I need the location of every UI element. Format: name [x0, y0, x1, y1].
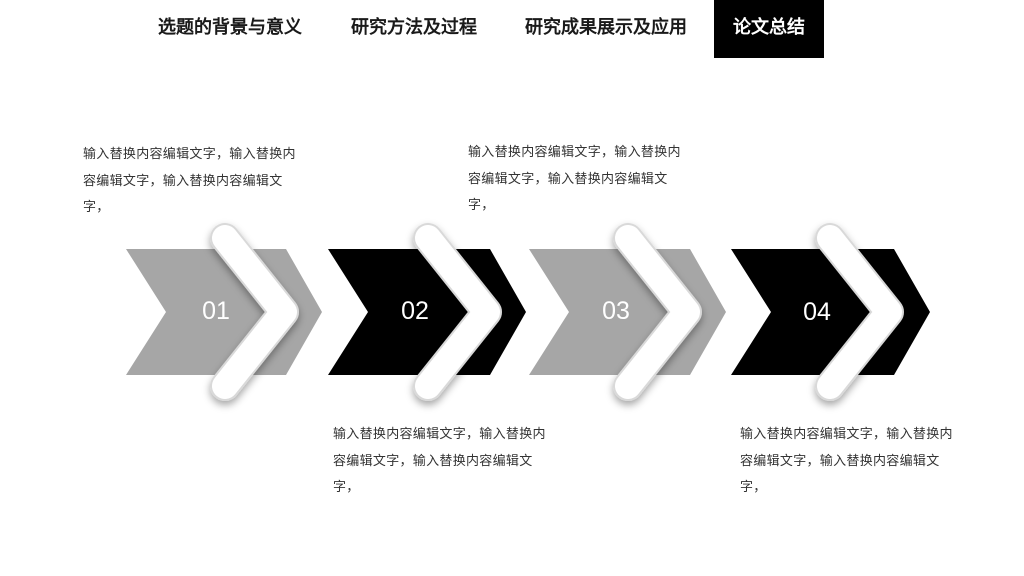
step-04-arrow: [731, 223, 930, 401]
step-01-arrow: [126, 223, 322, 401]
step-03-description: 输入替换内容编辑文字，输入替换内容编辑文字，输入替换内容编辑文字，: [468, 145, 681, 213]
step-02-number: 02: [401, 297, 429, 325]
step-02-arrow: [328, 223, 526, 401]
tab-thesis-summary[interactable]: 论文总结: [714, 0, 824, 58]
process-steps: 01 02 03 04: [0, 200, 1024, 420]
step-01-description: 输入替换内容编辑文字，输入替换内容编辑文字，输入替换内容编辑文字，: [83, 147, 296, 215]
step-01-number: 01: [202, 297, 230, 325]
step-03-arrow: [529, 223, 726, 401]
chevron-bend: [415, 225, 500, 399]
step-03-number: 03: [602, 297, 630, 325]
step-02-description: 输入替换内容编辑文字，输入替换内容编辑文字，输入替换内容编辑文字，: [333, 427, 546, 495]
tab-research-method[interactable]: 研究方法及过程: [351, 17, 477, 38]
tab-research-results[interactable]: 研究成果展示及应用: [525, 17, 687, 38]
chevron-bend: [817, 225, 902, 399]
process-arrows: [126, 223, 930, 401]
chevron-bend: [615, 225, 700, 399]
top-nav: 选题的背景与意义 研究方法及过程 研究成果展示及应用 论文总结: [0, 0, 1024, 58]
chevron-bend: [212, 225, 297, 399]
tab-background-significance[interactable]: 选题的背景与意义: [158, 17, 302, 38]
step-04-number: 04: [803, 298, 831, 326]
step-04-description: 输入替换内容编辑文字，输入替换内容编辑文字，输入替换内容编辑文字，: [740, 427, 953, 495]
